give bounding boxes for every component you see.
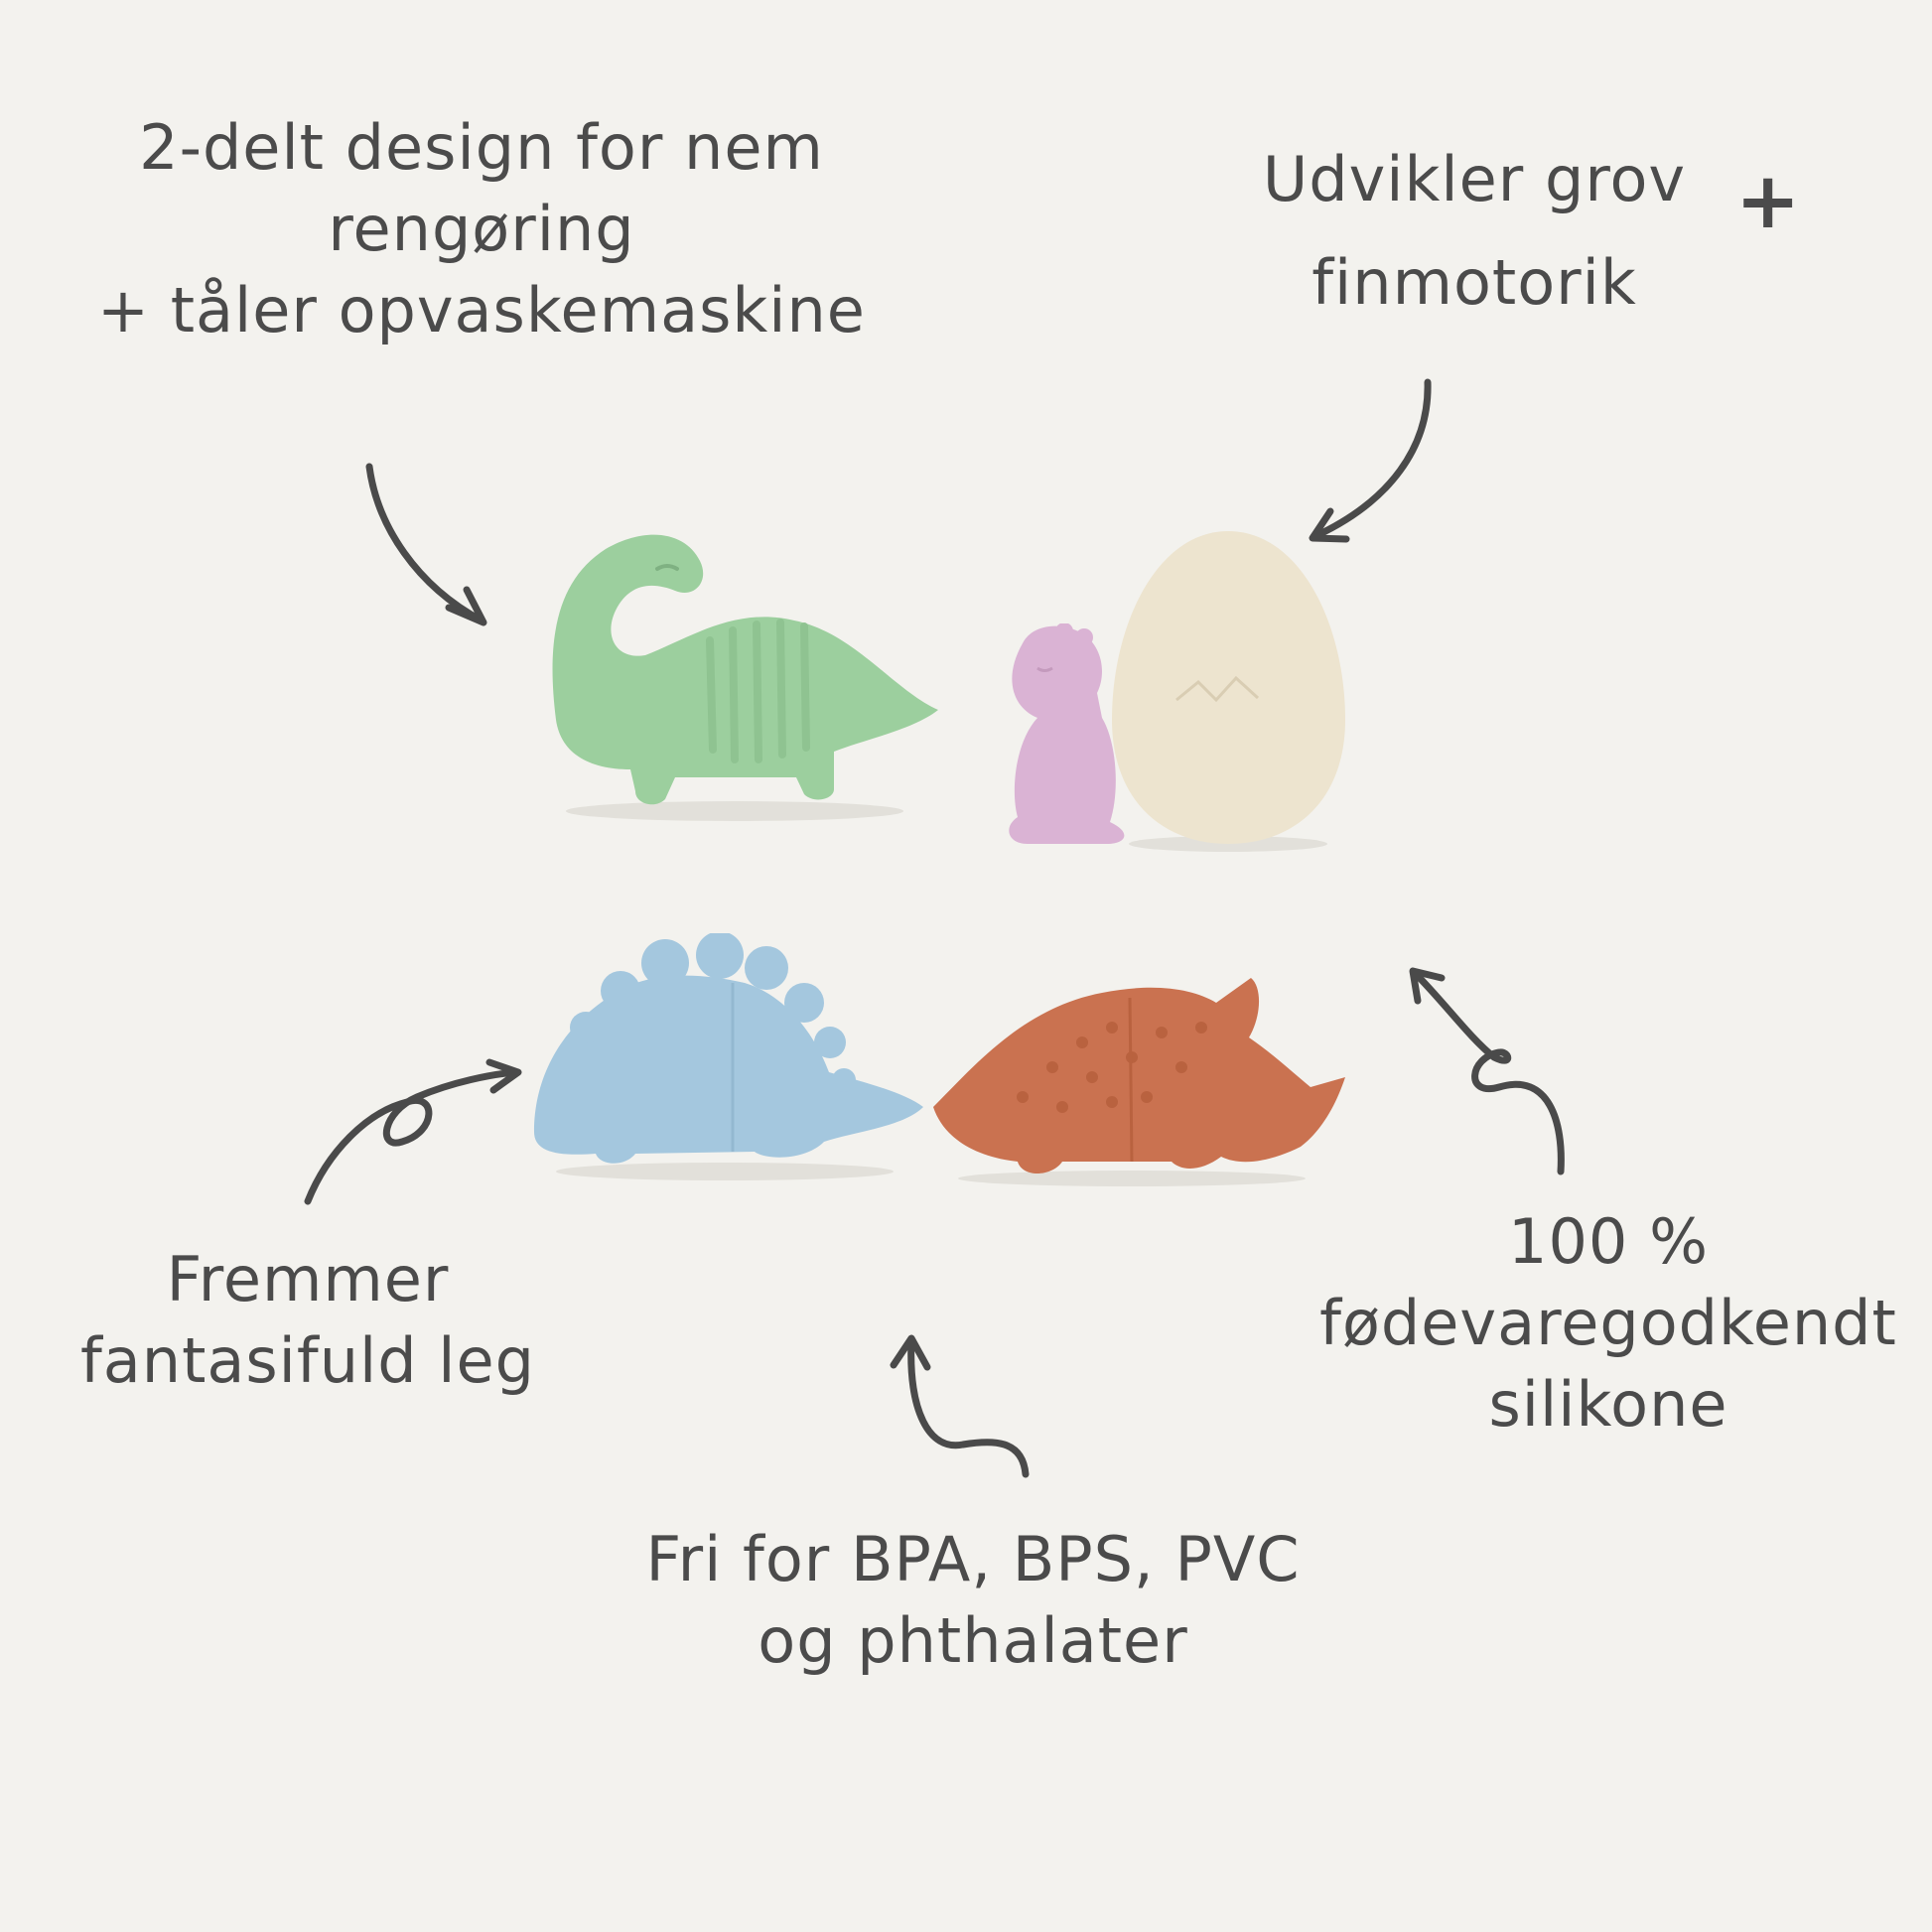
pink-baby-dino-toy: [1009, 623, 1125, 844]
feature-cleaning: 2-delt design for nem rengøring + tåler …: [69, 107, 894, 350]
feature-free-from-line2: og phthalater: [758, 1603, 1188, 1677]
feature-motor-skills-line2: finmotorik: [1311, 245, 1637, 319]
feature-free-from-line1: Fri for BPA, BPS, PVC: [645, 1523, 1301, 1595]
feature-cleaning-line3: + tåler opvaskemaskine: [97, 273, 866, 346]
feature-food-grade-line1: 100 %: [1508, 1205, 1709, 1278]
cream-egg-toy: [1112, 531, 1345, 852]
feature-imagination-line1: Fremmer: [166, 1243, 450, 1315]
arrow-to-center: [890, 1334, 1030, 1478]
feature-food-grade: 100 % fødevaregodkendt silikone: [1311, 1201, 1906, 1445]
plus-mark: +: [1735, 157, 1801, 246]
feature-cleaning-line2: rengøring: [328, 192, 635, 265]
feature-free-from: Fri for BPA, BPS, PVC og phthalater: [596, 1519, 1350, 1682]
feature-food-grade-line3: silikone: [1488, 1367, 1728, 1441]
feature-cleaning-line1: 2-delt design for nem: [139, 111, 824, 184]
arrow-to-blue-dino: [304, 1058, 522, 1205]
arrow-to-egg: [1309, 378, 1432, 543]
blue-stegosaurus-toy: [534, 933, 923, 1180]
feature-motor-skills: Udvikler grov finmotorik: [1221, 139, 1727, 324]
feature-imagination-line2: fantasifuld leg: [79, 1323, 536, 1397]
orange-triceratops-toy: [933, 978, 1345, 1186]
feature-imagination: Fremmer fantasifuld leg: [40, 1239, 576, 1402]
green-brontosaurus-toy: [552, 534, 938, 821]
feature-motor-skills-line1: Udvikler grov: [1262, 143, 1687, 215]
feature-food-grade-line2: fødevaregodkendt: [1319, 1286, 1897, 1359]
arrow-to-green-dino: [365, 463, 487, 626]
arrow-to-orange-dino: [1409, 967, 1565, 1175]
